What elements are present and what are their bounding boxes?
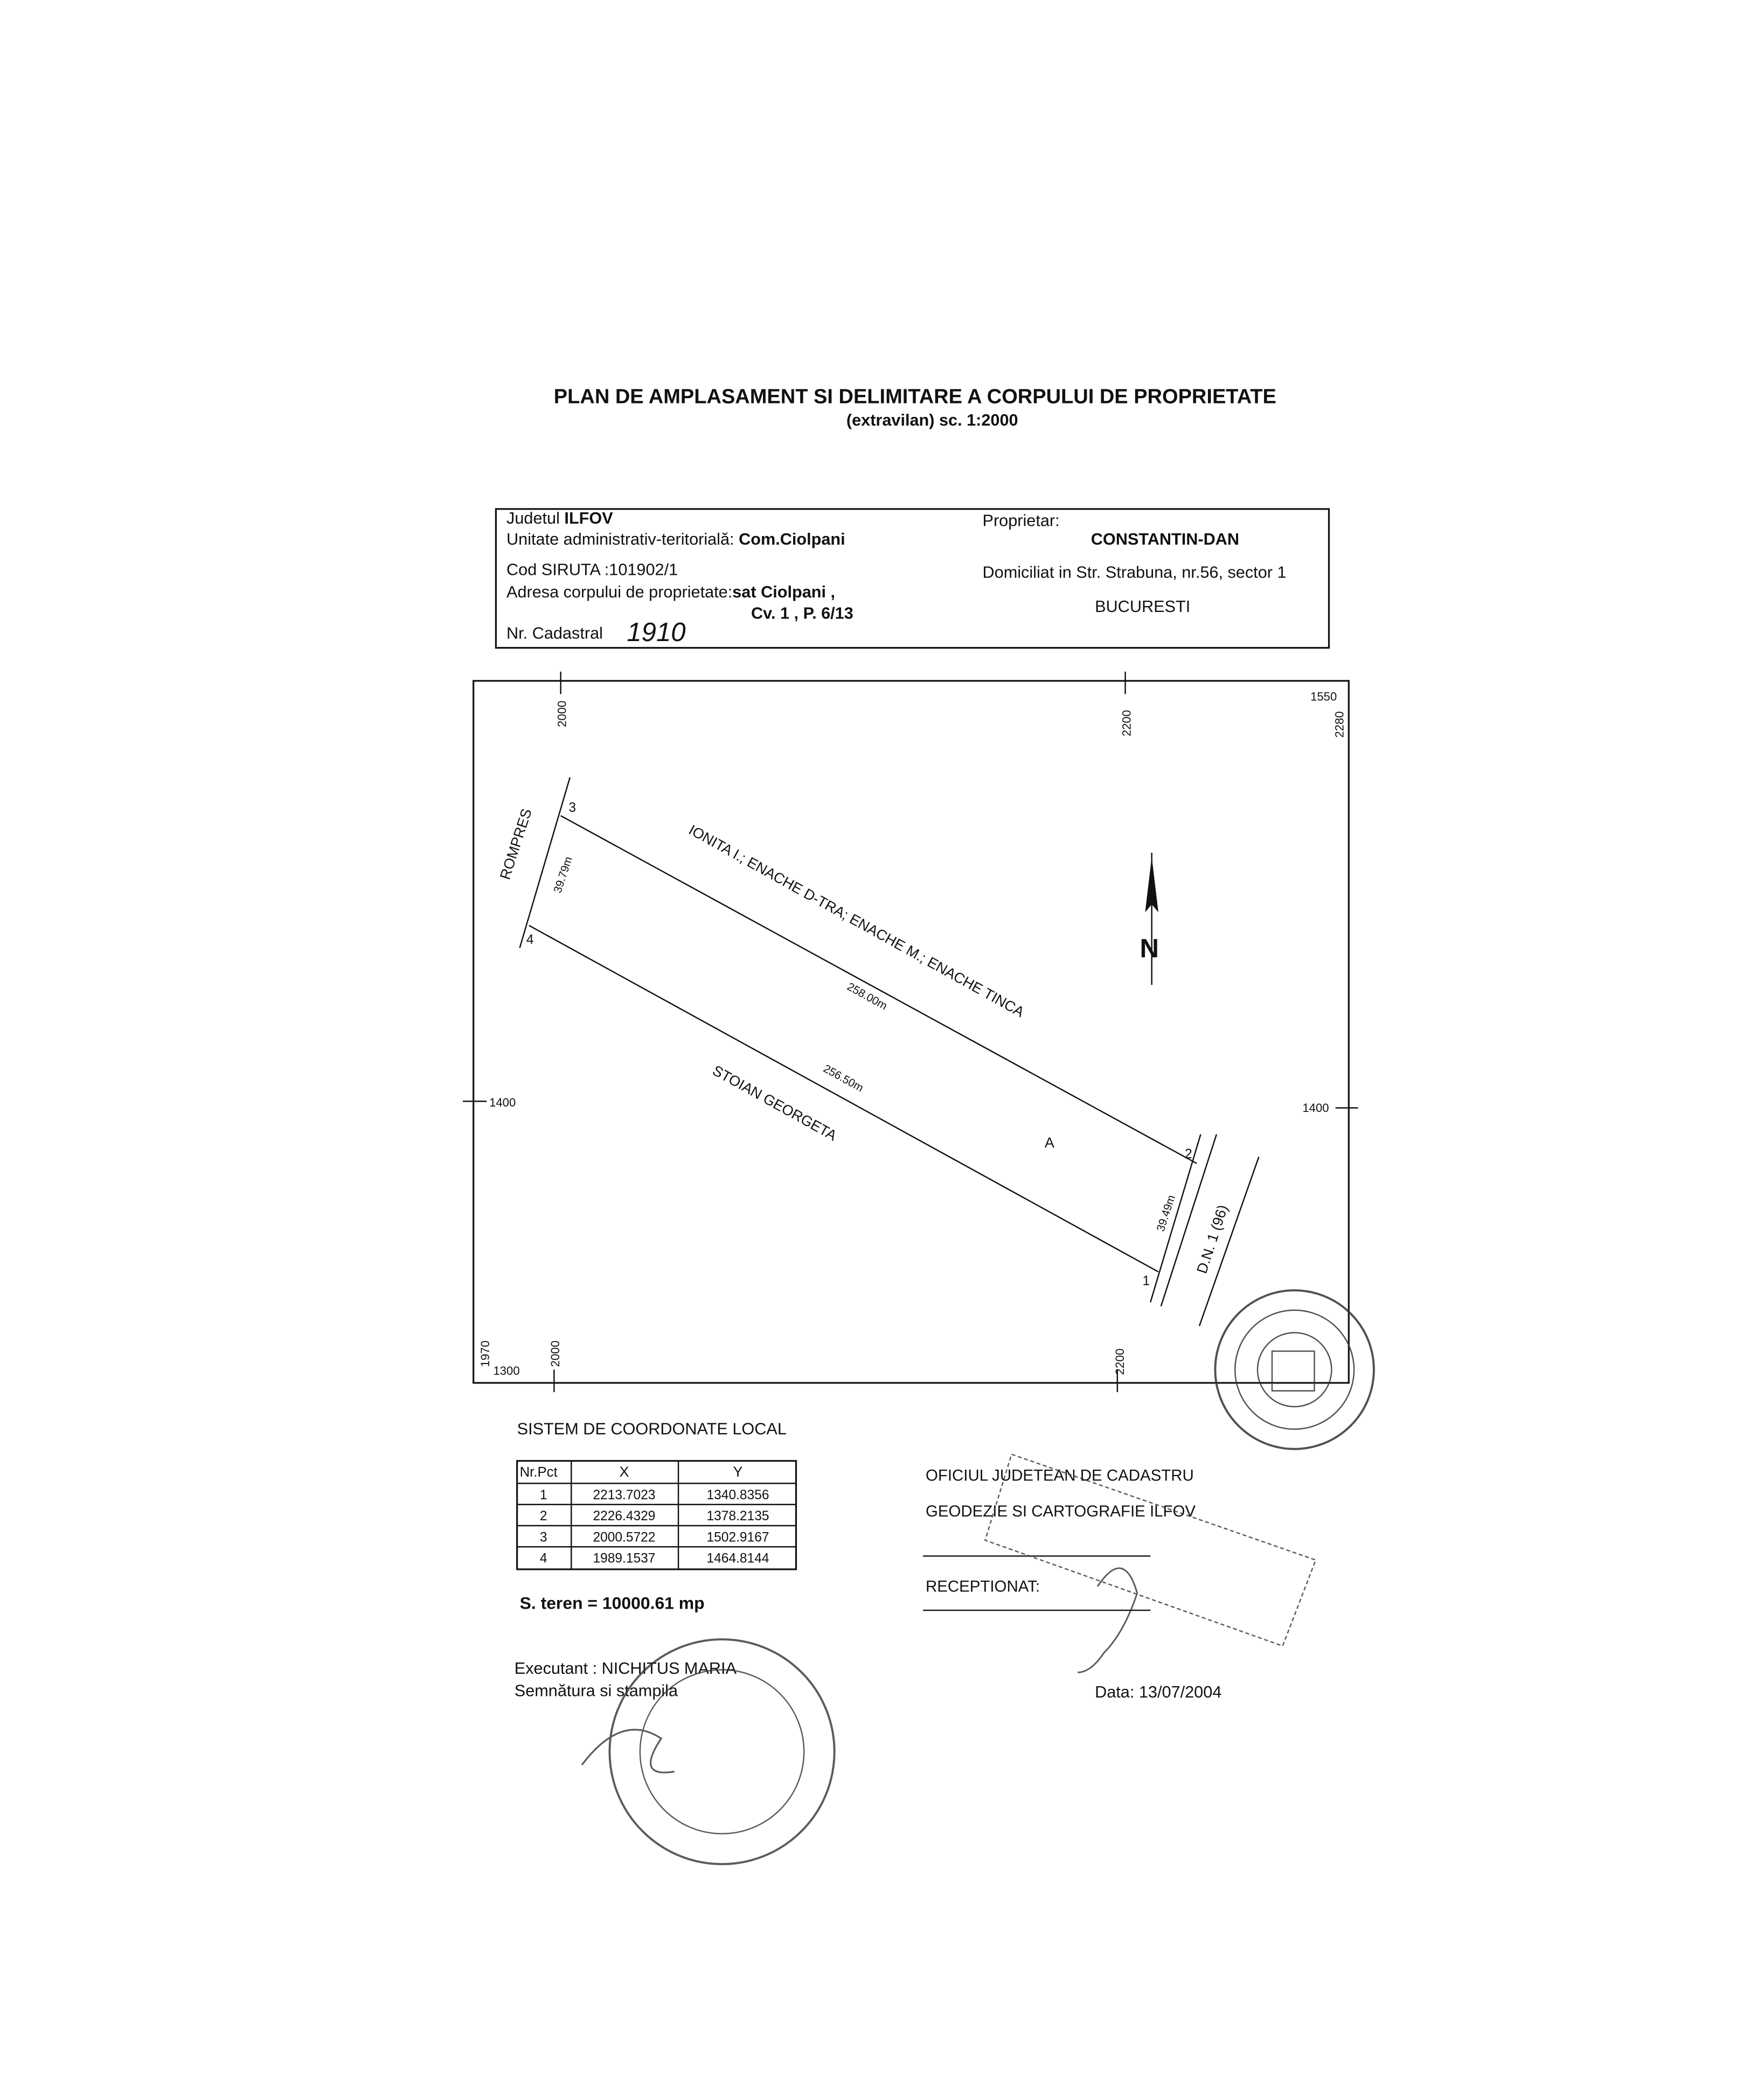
uat-label: Unitate administrativ-teritorială: xyxy=(506,530,734,548)
uat-value: Com.Ciolpani xyxy=(739,530,845,548)
svg-text:3: 3 xyxy=(540,1530,547,1545)
svg-text:4: 4 xyxy=(540,1552,547,1566)
svg-text:1464.8144: 1464.8144 xyxy=(707,1552,769,1566)
col-header-x: X xyxy=(619,1464,629,1480)
svg-text:Domiciliat in Str. Strabuna,: Domiciliat in Str. Strabuna, nr.56, sect… xyxy=(983,563,1287,581)
judet-value: ILFOV xyxy=(564,509,613,527)
page-title: PLAN DE AMPLASAMENT SI DELIMITARE A CORP… xyxy=(554,385,1276,408)
judet-label: Judetul xyxy=(506,509,560,527)
svg-text:1378.2135: 1378.2135 xyxy=(707,1509,769,1524)
parcel-south-boundary xyxy=(529,924,1159,1272)
parcel-east-boundary xyxy=(1150,1134,1202,1303)
grid-label-bottom-2000: 2000 xyxy=(548,1340,562,1367)
executant-label: Executant : NICHITUS MARIA xyxy=(515,1659,737,1678)
grid-label-left-1400: 1400 xyxy=(489,1096,516,1109)
office-line1: OFICIUL JUDETEAN DE CADASTRU xyxy=(926,1467,1194,1485)
received-label: RECEPTIONAT: xyxy=(926,1578,1040,1596)
oras: BUCURESTI xyxy=(1095,597,1190,616)
adresa-value: sat Ciolpani , xyxy=(732,583,835,601)
length-east: 39.49m xyxy=(1155,1194,1178,1233)
grid-corner-bl-1: 1970 xyxy=(478,1340,492,1367)
inspector-stamp xyxy=(984,1453,1317,1673)
parcel-north-boundary xyxy=(560,815,1197,1164)
svg-text:Adresa corpului de proprietate: Adresa corpului de proprietate:sat Ciolp… xyxy=(506,583,835,601)
point-label-3: 3 xyxy=(568,801,576,815)
svg-text:1989.1537: 1989.1537 xyxy=(593,1552,655,1566)
length-north: 258.00m xyxy=(845,980,889,1012)
siruta: Cod SIRUTA :101902/1 xyxy=(506,561,678,579)
grid-label-right-1400: 1400 xyxy=(1302,1101,1329,1115)
proprietar-value: CONSTANTIN-DAN xyxy=(1091,530,1239,548)
proprietar-label: Proprietar: xyxy=(983,512,1060,530)
adresa-line2: Cv. 1 , P. 6/13 xyxy=(751,604,853,623)
table-row: 4 1989.1537 1464.8144 xyxy=(540,1552,769,1566)
map: 2000 2200 2000 2200 1400 1400 1550 2280 … xyxy=(463,671,1358,1393)
table-row: 1 2213.7023 1340.8356 xyxy=(540,1488,769,1502)
road-edge xyxy=(1198,1156,1260,1326)
table-row: 2 2226.4329 1378.2135 xyxy=(540,1509,769,1524)
grid-corner-tr-2: 2280 xyxy=(1332,711,1346,738)
executant-stamp xyxy=(581,1638,836,1866)
neighbor-west: ROMPRES xyxy=(497,806,535,881)
road-label: D.N. 1 (96) xyxy=(1193,1203,1231,1276)
table-row: 3 2000.5722 1502.9167 xyxy=(540,1530,769,1545)
domiciliu-value: Str. Strabuna, nr.56, sector 1 xyxy=(1076,563,1286,581)
svg-text:1340.8356: 1340.8356 xyxy=(707,1488,769,1502)
svg-text:2226.4329: 2226.4329 xyxy=(593,1509,655,1524)
info-box: Judetul ILFOV Unitate administrativ-teri… xyxy=(495,508,1330,649)
domiciliu-label: Domiciliat in xyxy=(983,563,1072,581)
svg-text:2000.5722: 2000.5722 xyxy=(593,1530,655,1545)
parcel-label: A xyxy=(1045,1135,1054,1151)
length-west: 39.79m xyxy=(552,855,575,894)
point-label-4: 4 xyxy=(526,933,534,947)
page-subtitle: (extravilan) sc. 1:2000 xyxy=(846,411,1018,429)
svg-text:1502.9167: 1502.9167 xyxy=(707,1530,769,1545)
svg-text:N: N xyxy=(1140,934,1159,963)
north-arrow-icon: N xyxy=(1140,852,1159,985)
area-total: S. teren = 10000.61 mp xyxy=(520,1594,705,1613)
coords-heading: SISTEM DE COORDONATE LOCAL xyxy=(517,1420,787,1438)
svg-text:Judetul ILFOV: Judetul ILFOV xyxy=(506,509,613,527)
neighbor-south: STOIAN GEORGETA xyxy=(710,1062,840,1144)
col-header-nr: Nr.Pct xyxy=(520,1465,558,1480)
adresa-label: Adresa corpului de proprietate: xyxy=(506,583,732,601)
svg-text:1: 1 xyxy=(540,1488,547,1502)
grid-label-top-2200: 2200 xyxy=(1120,710,1133,736)
ocpi-stamp xyxy=(1214,1289,1375,1450)
cadastral-value: 1910 xyxy=(627,618,685,647)
point-label-2: 2 xyxy=(1185,1147,1192,1161)
point-label-1: 1 xyxy=(1142,1274,1150,1288)
svg-text:2: 2 xyxy=(540,1509,547,1524)
signature-label: Semnătura si stampila xyxy=(515,1682,678,1700)
office-line2: GEODEZIE SI CARTOGRAFIE ILFOV xyxy=(926,1502,1196,1520)
coords-table: Nr.Pct X Y 1 2213.7023 1340.8356 2 2226.… xyxy=(516,1460,797,1570)
grid-corner-tr-1: 1550 xyxy=(1310,690,1337,704)
cadastral-label: Nr. Cadastral xyxy=(506,624,603,642)
grid-corner-bl-2: 1300 xyxy=(494,1364,520,1378)
svg-text:Unitate administrativ-teritori: Unitate administrativ-teritorială: Com.C… xyxy=(506,530,845,548)
road-edge xyxy=(1160,1134,1218,1307)
grid-label-bottom-2200: 2200 xyxy=(1113,1348,1127,1375)
svg-text:2213.7023: 2213.7023 xyxy=(593,1488,655,1502)
parcel-west-boundary xyxy=(519,777,571,948)
date: Data: 13/07/2004 xyxy=(1095,1683,1221,1701)
col-header-y: Y xyxy=(733,1464,743,1480)
grid-label-top-2000: 2000 xyxy=(555,701,568,727)
